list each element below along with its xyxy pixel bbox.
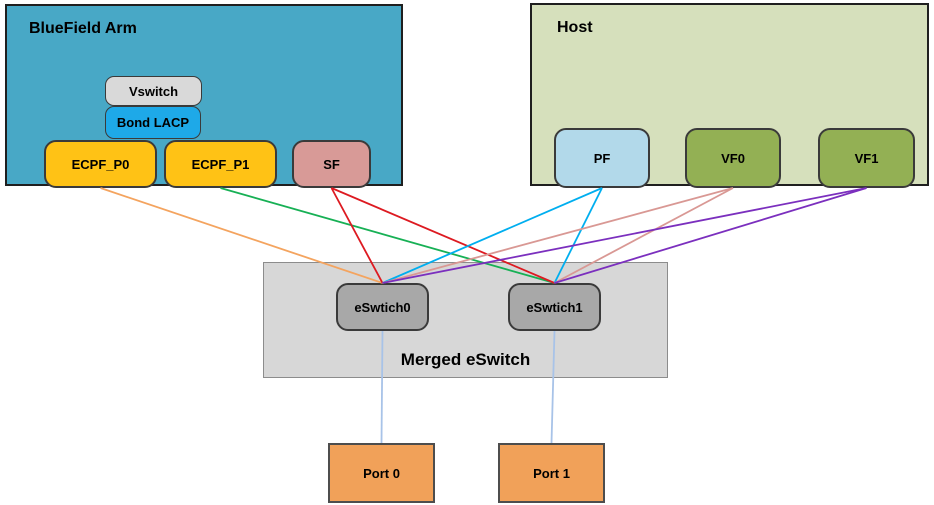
node-port0: Port 0: [328, 443, 435, 503]
node-vf0: VF0: [685, 128, 781, 188]
node-vswitch: Vswitch: [105, 76, 202, 106]
merged-eswitch-container: eSwtich0 eSwtich1 Merged eSwitch: [263, 262, 668, 378]
node-bond-lacp: Bond LACP: [105, 106, 201, 139]
bluefield-arm-container: BlueField Arm Vswitch Bond LACP ECPF_P0 …: [5, 4, 403, 188]
node-sf: SF: [292, 140, 371, 188]
merged-eswitch-title: Merged eSwitch: [400, 350, 531, 369]
node-ecpf-p1: ECPF_P1: [164, 140, 277, 188]
node-pf: PF: [554, 128, 650, 188]
host-title: Host: [557, 19, 593, 36]
node-ecpf-p0: ECPF_P0: [44, 140, 157, 188]
node-vf1: VF1: [818, 128, 915, 188]
host-container: Host PF VF0 VF1: [530, 3, 929, 188]
bluefield-arm-title: BlueField Arm: [29, 20, 137, 37]
node-port1: Port 1: [498, 443, 605, 503]
node-eswitch0: eSwtich0: [336, 283, 429, 331]
node-eswitch1: eSwtich1: [508, 283, 601, 331]
